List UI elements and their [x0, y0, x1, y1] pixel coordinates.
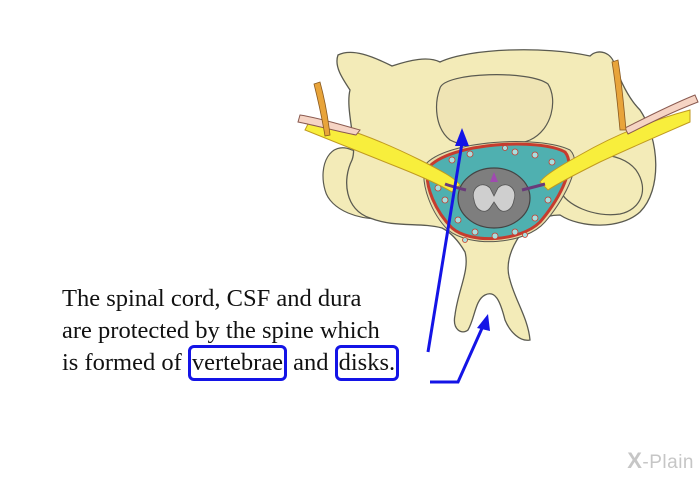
caption-line-3-prefix: is formed of [62, 349, 188, 376]
pointer-arrow-disks [430, 314, 490, 384]
left-nerve-branch [313, 81, 331, 137]
pointer-arrow-vertebrae [426, 128, 469, 353]
xplain-logo-mark: X [627, 448, 643, 473]
xplain-logo-text: -Plain [642, 452, 694, 473]
caption-line-3: is formed of vertebrae and disks. [62, 345, 482, 381]
xplain-logo: X-Plain [627, 448, 694, 474]
caption-line-2: are protected by the spine which [62, 317, 380, 344]
caption-line-1: The spinal cord, CSF and dura [62, 285, 362, 312]
right-nerve-branch [611, 59, 627, 131]
caption-line-3-middle: and [287, 349, 335, 376]
anterior-vessel [490, 172, 498, 182]
dorsal-root-right [521, 182, 546, 192]
left-nerve-root [304, 119, 461, 193]
right-nerve-root [539, 109, 691, 191]
right-nerve-fiber [624, 94, 699, 135]
caption-text: The spinal cord, CSF and dura are protec… [62, 283, 482, 381]
disks-term: disks. [334, 345, 400, 381]
grey-matter [472, 184, 516, 212]
vertebral-body-disk [435, 74, 554, 149]
vertebrae-term: vertebrae [187, 345, 287, 381]
